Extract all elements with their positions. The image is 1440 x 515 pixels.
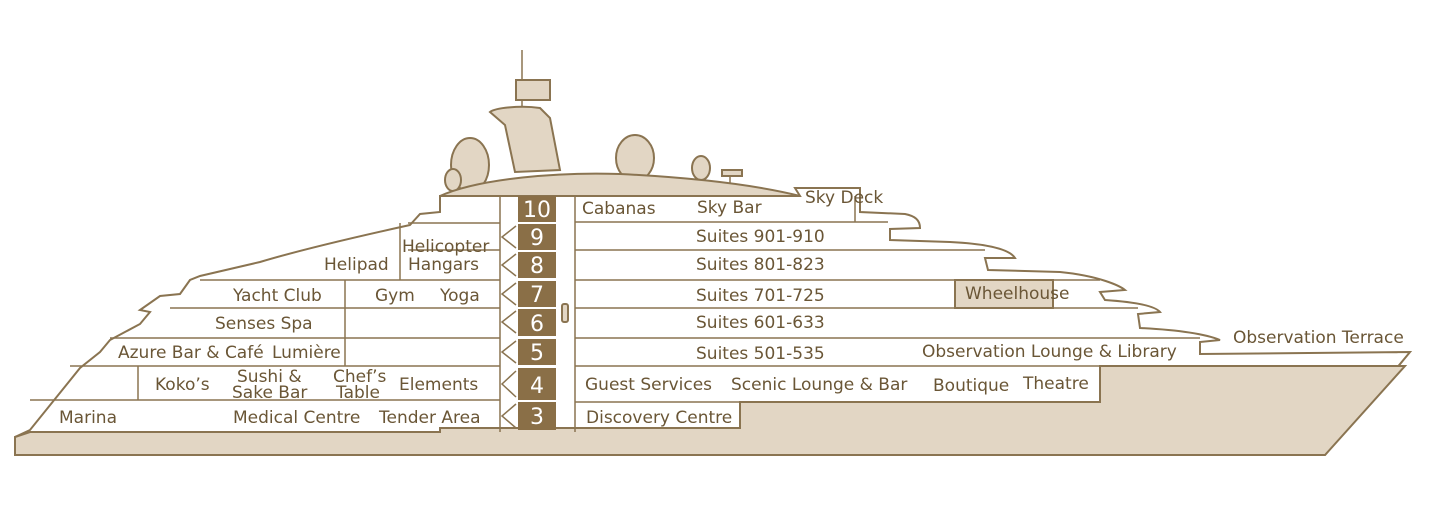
deck-number-6: 6: [530, 312, 544, 337]
deck-box-5: [518, 339, 556, 365]
label-observation-terrace: Observation Terrace: [1233, 328, 1404, 348]
deck-box-7: [518, 281, 556, 307]
label-suites-5: Suites 501-535: [696, 344, 825, 364]
label-kokos: Koko’s: [155, 375, 210, 395]
label-helicopter: Helicopter: [402, 237, 489, 257]
label-suites-7: Suites 701-725: [696, 286, 825, 306]
label-observation-lounge: Observation Lounge & Library: [922, 342, 1177, 362]
label-yacht-club: Yacht Club: [232, 286, 322, 306]
label-sky-deck: Sky Deck: [805, 188, 883, 208]
label-boutique: Boutique: [933, 376, 1009, 396]
deck-number-3: 3: [530, 405, 544, 430]
hull: [14, 172, 1413, 456]
label-yoga: Yoga: [439, 286, 480, 306]
elevator-icon: [561, 303, 569, 323]
label-sushi-line1: Sushi &: [237, 367, 302, 387]
deck-number-column: 10 9 8 7 6 5 4 3: [500, 196, 569, 430]
deck-box-4: [518, 368, 556, 400]
label-gym: Gym: [375, 286, 415, 306]
label-senses-spa: Senses Spa: [215, 314, 313, 334]
label-scenic-lounge: Scenic Lounge & Bar: [731, 375, 907, 395]
label-chefs-line2: Table: [335, 383, 380, 403]
label-hangars: Hangars: [408, 255, 479, 275]
deck-number-8: 8: [530, 254, 544, 279]
label-chefs-line1: Chef’s: [333, 367, 386, 387]
label-sushi-line2: Sake Bar: [232, 383, 307, 403]
label-theatre: Theatre: [1022, 374, 1089, 394]
deck-number-4: 4: [530, 374, 544, 399]
label-discovery-centre: Discovery Centre: [586, 408, 732, 428]
deck-number-10: 10: [523, 198, 551, 223]
label-helipad: Helipad: [324, 255, 389, 275]
deck-number-9: 9: [530, 226, 544, 251]
label-lumiere: Lumière: [272, 343, 341, 363]
deck-box-8: [518, 252, 556, 278]
venue-labels: Sky Deck Cabanas Sky Bar Suites 901-910 …: [59, 188, 1404, 428]
label-medical-centre: Medical Centre: [233, 408, 360, 428]
label-suites-9: Suites 901-910: [696, 227, 825, 247]
label-marina: Marina: [59, 408, 117, 428]
label-elements: Elements: [399, 375, 478, 395]
deck-box-6: [518, 309, 556, 336]
label-guest-services: Guest Services: [585, 375, 712, 395]
mast-and-radomes: [444, 50, 743, 193]
deck-number-7: 7: [530, 283, 544, 308]
label-tender-area: Tender Area: [378, 408, 481, 428]
label-wheelhouse: Wheelhouse: [965, 284, 1070, 304]
label-cabanas: Cabanas: [582, 199, 656, 219]
deck-lines: [30, 196, 1200, 432]
label-sky-bar: Sky Bar: [697, 198, 762, 218]
deck-number-5: 5: [530, 341, 544, 366]
label-azure-bar: Azure Bar & Café: [118, 343, 264, 363]
label-suites-6: Suites 601-633: [696, 313, 825, 333]
label-suites-8: Suites 801-823: [696, 255, 825, 275]
deck-box-10: [518, 196, 556, 222]
deck-box-9: [518, 224, 556, 250]
deck-box-3: [518, 402, 556, 430]
